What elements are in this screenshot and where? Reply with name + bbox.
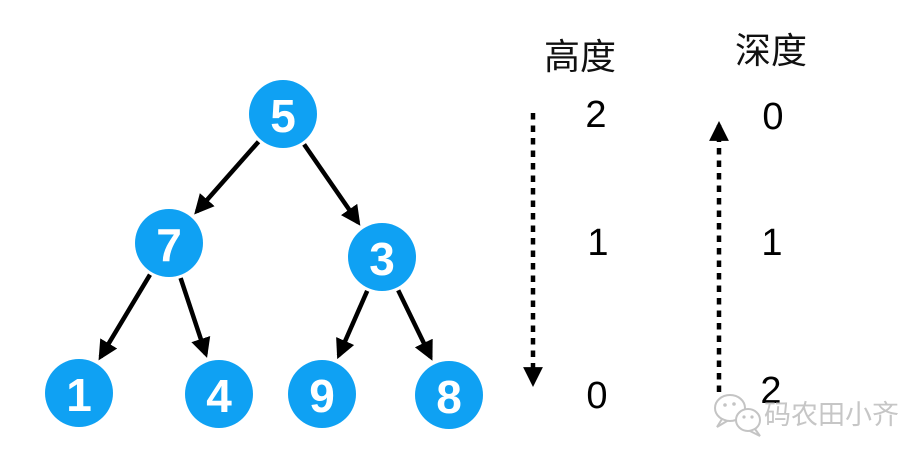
tree-node-circle-8 bbox=[415, 361, 483, 429]
tree-node-circle-5 bbox=[249, 80, 317, 148]
tree-edges-layer bbox=[98, 140, 433, 361]
height-value-level-1: 1 bbox=[587, 222, 608, 264]
tree-node-label-7: 7 bbox=[156, 219, 182, 271]
height-column: 高度 2 1 0 bbox=[523, 36, 616, 417]
tree-edge-5-to-3 bbox=[302, 143, 361, 226]
tree-node-label-5: 5 bbox=[270, 90, 296, 142]
tree-node-9: 9 bbox=[288, 360, 356, 428]
tree-node-circle-3 bbox=[348, 223, 416, 291]
tree-nodes-layer: 5 7 3 1 4 9 8 bbox=[45, 80, 483, 429]
tree-node-label-8: 8 bbox=[436, 371, 462, 423]
depth-column-label: 深度 bbox=[735, 30, 807, 71]
tree-node-label-9: 9 bbox=[309, 370, 335, 422]
tree-edge-3-to-8 bbox=[396, 289, 433, 361]
depth-column: 深度 0 1 2 bbox=[709, 30, 807, 412]
tree-node-7: 7 bbox=[135, 209, 203, 277]
tree-edge-5-to-7 bbox=[194, 140, 261, 215]
tree-edge-3-to-9 bbox=[336, 289, 370, 360]
tree-edge-7-to-4 bbox=[178, 277, 211, 358]
height-value-level-2: 0 bbox=[586, 375, 607, 417]
tree-node-3: 3 bbox=[348, 223, 416, 291]
tree-edge-7-to-1 bbox=[98, 273, 152, 361]
tree-node-5: 5 bbox=[249, 80, 317, 148]
tree-node-circle-4 bbox=[185, 360, 253, 428]
tree-node-circle-7 bbox=[135, 209, 203, 277]
tree-node-label-4: 4 bbox=[206, 370, 232, 422]
tree-node-8: 8 bbox=[415, 361, 483, 429]
watermark: 码农田小齐 bbox=[714, 394, 899, 437]
height-value-level-0: 2 bbox=[585, 94, 606, 136]
watermark-text: 码农田小齐 bbox=[764, 400, 899, 430]
tree-node-4: 4 bbox=[185, 360, 253, 428]
tree-node-label-1: 1 bbox=[66, 369, 92, 421]
tree-node-label-3: 3 bbox=[369, 233, 395, 285]
wechat-icon bbox=[714, 394, 761, 437]
tree-node-circle-1 bbox=[45, 359, 113, 427]
depth-value-level-2: 2 bbox=[760, 370, 781, 412]
depth-value-level-1: 1 bbox=[761, 222, 782, 264]
tree-node-circle-9 bbox=[288, 360, 356, 428]
depth-value-level-0: 0 bbox=[762, 96, 783, 138]
height-column-label: 高度 bbox=[544, 36, 616, 77]
tree-node-1: 1 bbox=[45, 359, 113, 427]
